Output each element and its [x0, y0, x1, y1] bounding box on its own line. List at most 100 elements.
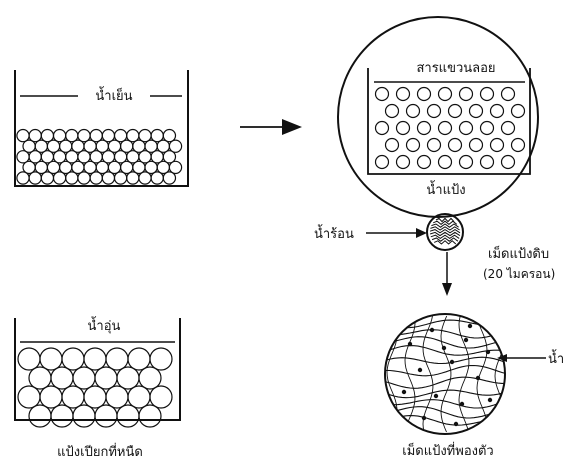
granule-size-label: (20 ไมครอน): [483, 267, 555, 281]
starch-granule: [481, 88, 494, 101]
starch-granule: [18, 348, 40, 370]
starch-granule: [418, 88, 431, 101]
starch-granule: [84, 386, 106, 408]
water-molecule-dot: [464, 338, 468, 342]
starch-granule: [102, 130, 114, 142]
beaker-outline: [368, 68, 530, 174]
polymer-strand: [477, 316, 487, 432]
beaker-outline: [15, 70, 188, 186]
polymer-strand: [382, 416, 510, 426]
water-molecule-dot: [442, 346, 446, 350]
starch-granule: [73, 405, 95, 427]
starch-granule: [73, 367, 95, 389]
starch-granule: [40, 348, 62, 370]
starch-granule: [128, 348, 150, 370]
starch-granule: [397, 88, 410, 101]
starch-granule: [428, 105, 441, 118]
starch-granule: [449, 139, 462, 152]
starch-granule: [491, 105, 504, 118]
starch-granule: [139, 367, 161, 389]
suspension-magnified-view: สารแขวนลอย น้ำแป้ง: [338, 17, 538, 217]
polymer-strand: [495, 316, 505, 432]
starch-granule: [17, 130, 29, 142]
starch-granule: [502, 156, 515, 169]
starch-granule: [41, 130, 53, 142]
starch-granule: [470, 139, 483, 152]
starch-granule: [386, 139, 399, 152]
swollen-granule-label: เม็ดแป้งที่พองตัว: [402, 441, 493, 459]
starch-granule: [66, 130, 78, 142]
raw-granule-label: เม็ดแป้งดิบ: [488, 244, 549, 262]
starch-granule: [502, 122, 515, 135]
starch-granule: [460, 156, 473, 169]
starch-granule: [376, 122, 389, 135]
starch-granule: [163, 130, 175, 142]
hot-water-arrow: [366, 228, 427, 238]
right-arrow: [240, 119, 302, 135]
down-arrow: [442, 252, 452, 296]
starch-granule: [512, 105, 525, 118]
starch-granule: [151, 130, 163, 142]
starch-granule: [54, 130, 66, 142]
starch-granule: [29, 367, 51, 389]
water-molecule-dot: [434, 394, 438, 398]
water-molecule-dot: [468, 324, 472, 328]
starch-granule: [106, 348, 128, 370]
starch-granule: [449, 105, 462, 118]
starch-granule: [95, 405, 117, 427]
starch-granule: [150, 348, 172, 370]
water-molecule-dot: [450, 360, 454, 364]
starch-granule: [139, 130, 151, 142]
starch-granule: [376, 88, 389, 101]
starch-granule: [95, 367, 117, 389]
suspended-starch-granules: [376, 88, 525, 169]
polymer-strand: [382, 346, 510, 356]
starch-granule: [386, 105, 399, 118]
starch-granule: [428, 139, 441, 152]
polymer-strand: [382, 357, 510, 364]
water-label: น้ำ: [548, 349, 564, 367]
water-molecule-dot: [476, 376, 480, 380]
polymer-strand: [387, 316, 397, 432]
polymer-strand: [459, 316, 469, 432]
starch-granule: [407, 105, 420, 118]
starch-granule: [407, 139, 420, 152]
starch-granule: [512, 139, 525, 152]
swelling-starch-granules: [18, 348, 172, 427]
starch-granule: [491, 139, 504, 152]
water-molecule-dot: [422, 416, 426, 420]
starch-granule: [439, 88, 452, 101]
starch-granule: [106, 386, 128, 408]
starch-granule: [40, 386, 62, 408]
starch-granule: [29, 405, 51, 427]
water-molecule-dot: [486, 350, 490, 354]
starch-granule: [150, 386, 172, 408]
water-molecule-dot: [408, 342, 412, 346]
starch-granule: [418, 122, 431, 135]
settled-starch-granules: [17, 130, 182, 185]
water-molecule-dot: [402, 390, 406, 394]
water-molecule-dot: [488, 398, 492, 402]
starch-granule: [139, 405, 161, 427]
raw-granule-view: น้ำร้อน เม็ดแป้งดิบ (20 ไมครอน): [314, 214, 555, 296]
starch-granule: [481, 156, 494, 169]
polymer-strand: [423, 316, 433, 432]
starch-granule: [128, 386, 150, 408]
polymer-strand: [382, 366, 510, 376]
starch-granule: [460, 88, 473, 101]
granule-texture-line: [434, 241, 456, 244]
starch-granule: [439, 122, 452, 135]
starch-granule: [18, 386, 40, 408]
hot-water-label: น้ำร้อน: [314, 224, 354, 242]
starch-granule: [397, 122, 410, 135]
starch-granule: [51, 405, 73, 427]
starch-granule: [115, 130, 127, 142]
cold-water-beaker: น้ำเย็น: [15, 70, 188, 186]
sticky-wet-starch-label: แป้งเปียกที่หนืด: [57, 443, 143, 460]
raw-granule-texture: [430, 218, 460, 244]
water-molecule-dot: [418, 368, 422, 372]
warm-water-label: น้ำอุ่น: [88, 316, 121, 334]
suspension-label: สารแขวนลอย: [416, 61, 495, 76]
starch-granule: [502, 88, 515, 101]
